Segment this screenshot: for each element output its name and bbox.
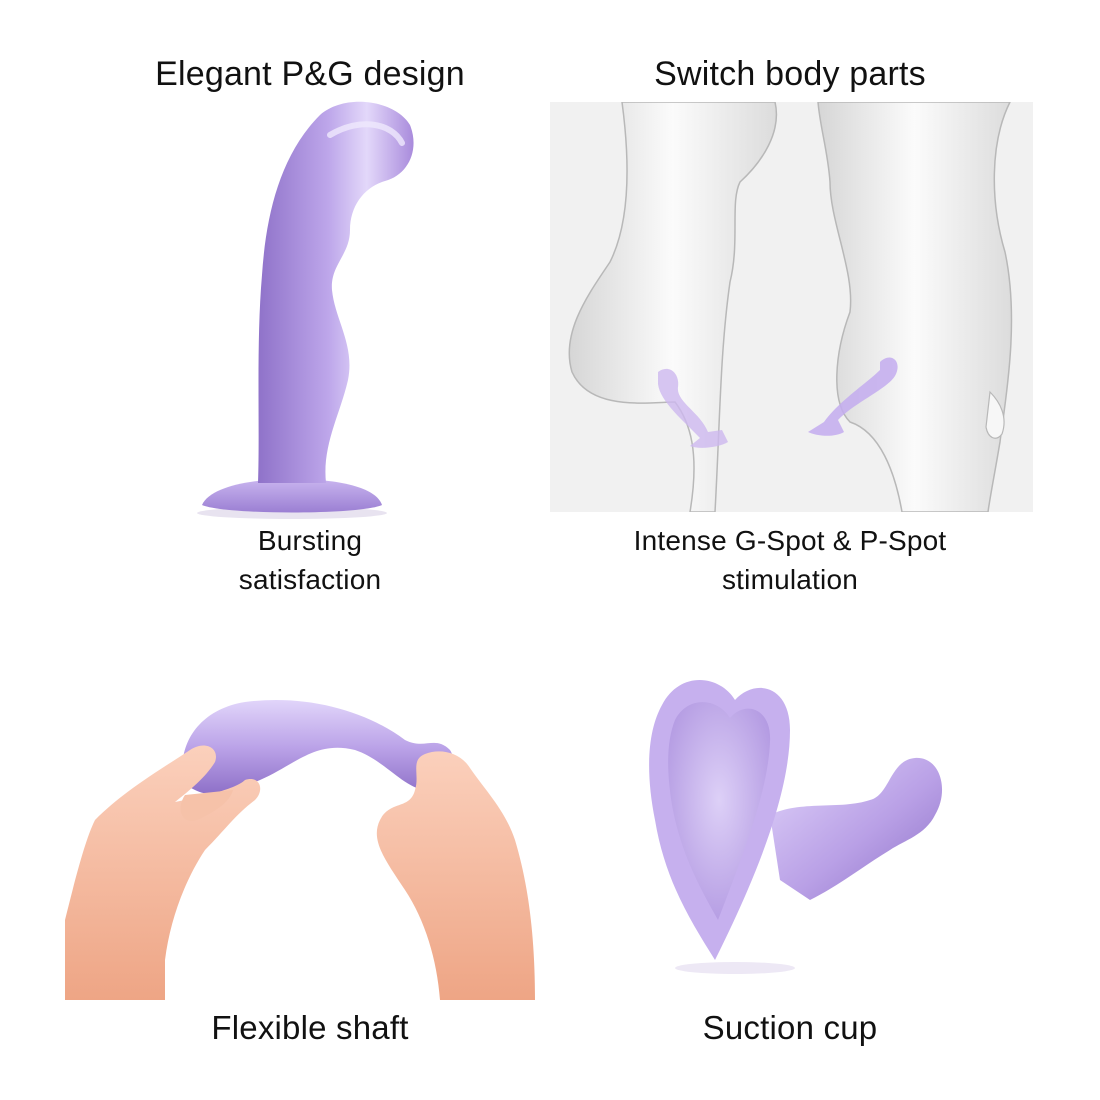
angled-shaft <box>770 757 943 900</box>
heart-cup-inner <box>668 702 771 920</box>
left-thumb <box>180 790 233 821</box>
product-on-female <box>658 368 728 448</box>
flexible-shaft-image <box>65 699 535 1000</box>
panel-caption-design-line2: satisfaction <box>238 564 382 595</box>
panel-label-suction-cup: Suction cup <box>702 1009 878 1046</box>
female-figure <box>568 102 778 512</box>
cup-shadow <box>675 962 795 974</box>
panel-caption-body-line1: Intense G-Spot & P-Spot <box>633 525 947 556</box>
product-upright-image <box>197 101 414 519</box>
panel-label-flexible-shaft: Flexible shaft <box>211 1009 409 1046</box>
male-hip <box>985 390 1005 439</box>
suction-base <box>202 479 382 513</box>
shaft <box>258 101 414 483</box>
male-figure <box>817 102 1013 512</box>
panel-title-body-parts: Switch body parts <box>654 55 926 93</box>
panel-title-design: Elegant P&G design <box>155 55 465 93</box>
product-on-male <box>808 357 898 436</box>
shaft-highlight <box>327 121 405 146</box>
bent-shaft <box>182 699 454 795</box>
suction-cup-image <box>649 680 943 974</box>
panel-caption-design-line1: Bursting <box>257 525 363 556</box>
body-silhouettes-image <box>550 102 1033 512</box>
panel-caption-body-line2: stimulation <box>721 564 859 595</box>
right-hand <box>376 751 535 1000</box>
